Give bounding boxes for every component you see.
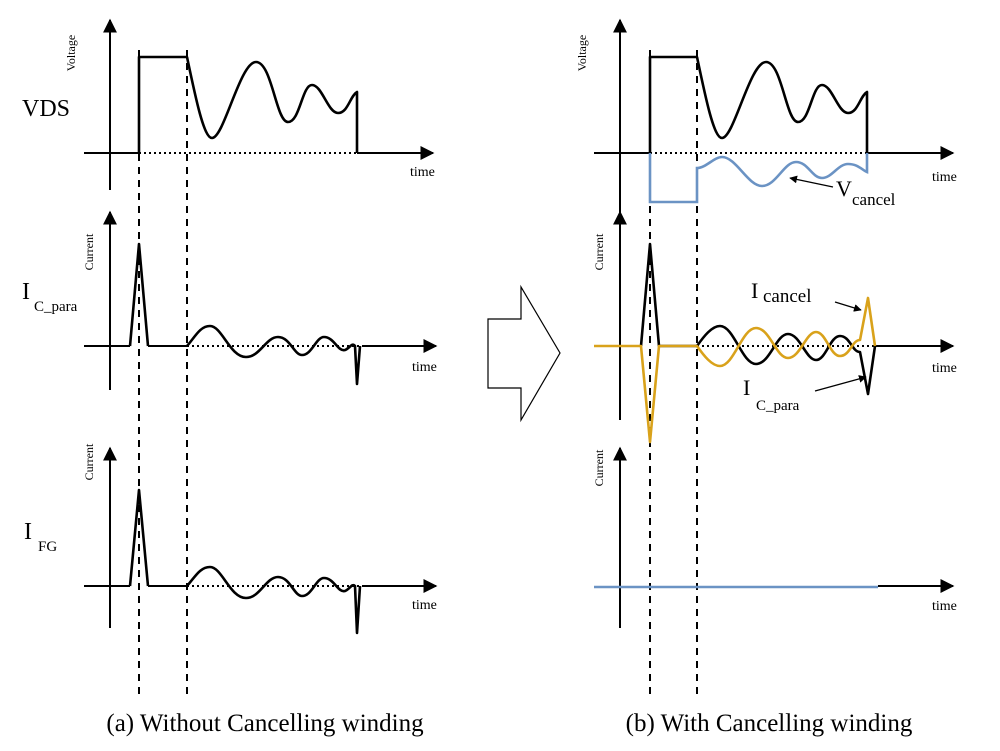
right-ifg-current-axis-label: Current: [592, 449, 606, 486]
left-ifg-time-label: time: [412, 598, 437, 613]
right-caption: (b) With Cancelling winding: [626, 710, 913, 737]
left-icpara-current-axis-label: Current: [82, 233, 96, 270]
icancel-pointer-arrow: [834, 301, 862, 312]
right-ifg-plot: Current time: [592, 446, 957, 628]
right-vcancel-waveform: [648, 153, 869, 204]
left-panel: Voltage time VDS Current time I C_para: [22, 18, 438, 737]
right-icpara-time-label: time: [932, 361, 957, 376]
icpara-label-main: I: [743, 375, 750, 400]
left-vds-waveform: [137, 55, 359, 153]
right-ifg-time-label: time: [932, 599, 957, 614]
vcancel-label-sub: cancel: [852, 190, 896, 209]
left-icpara-spike: [128, 242, 150, 347]
left-icpara-plot: Current time I C_para: [22, 210, 438, 390]
right-vds-waveform: [648, 55, 869, 153]
left-ifg-current-axis-label: Current: [82, 443, 96, 480]
right-icpara-current-axis-label: Current: [592, 233, 606, 270]
right-vds-time-label: time: [932, 170, 957, 185]
left-vds-time-label: time: [410, 165, 435, 180]
left-icpara-ringing: [186, 324, 362, 386]
left-vds-plot: Voltage time VDS: [22, 18, 435, 190]
right-vds-plot: Voltage time V cancel: [575, 18, 957, 235]
icpara-row-label-sub: C_para: [34, 299, 78, 315]
icpara-row-label-main: I: [22, 279, 30, 305]
left-voltage-axis-label: Voltage: [64, 35, 78, 71]
ifg-row-label-main: I: [24, 519, 32, 545]
transition-arrow: [487, 284, 561, 423]
icancel-label-sub: cancel: [763, 286, 812, 307]
right-panel: Voltage time V cancel Current time I can…: [575, 18, 957, 737]
right-icpara-plot: Current time I cancel I C_para: [592, 210, 957, 444]
left-caption: (a) Without Cancelling winding: [106, 710, 424, 737]
icpara-pointer-arrow: [814, 375, 867, 392]
vcancel-label-main: V: [836, 176, 852, 201]
left-ifg-ringing: [186, 565, 362, 635]
right-icancel-waveform: [594, 296, 877, 444]
right-voltage-axis-label: Voltage: [575, 35, 589, 71]
left-icpara-time-label: time: [412, 360, 437, 375]
ifg-row-label-sub: FG: [38, 539, 57, 555]
right-icpara-waveform: [639, 242, 877, 396]
left-ifg-plot: Current time I FG: [24, 443, 438, 635]
icpara-label-sub: C_para: [756, 398, 800, 414]
icancel-label-main: I: [751, 278, 758, 303]
vds-row-label: VDS: [22, 96, 70, 122]
left-ifg-spike: [128, 488, 150, 587]
vcancel-pointer-arrow: [789, 175, 834, 188]
